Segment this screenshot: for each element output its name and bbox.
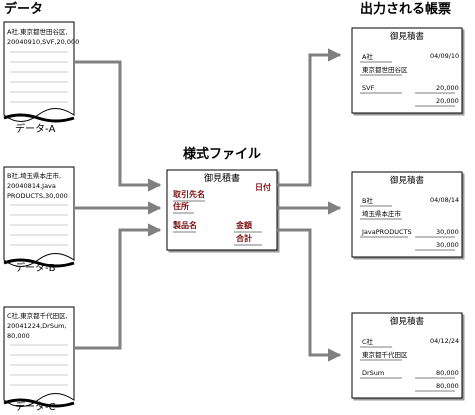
arrow-form-to-a [277,48,342,187]
input-c-line-1: C社,東京都千代田区, [7,312,68,320]
output-c-address: 東京都千代田区 [362,351,408,359]
input-b-caption: データ-B [15,263,56,274]
input-a-line-2: 20040910,SVF,20,000 [7,38,80,46]
output-doc-c [351,312,463,399]
arrow-form-to-c [277,228,342,362]
input-b-line-2: 20040814,Java [7,182,56,190]
arrow-c-to-form [74,223,162,350]
input-doc-b [3,166,75,268]
output-a-date: 04/09/10 [430,52,460,60]
output-a-company: A社 [362,53,373,61]
input-c-text: C社,東京都千代田区, 20041224,DrSum, 80,000 [7,311,68,341]
output-c-date: 04/12/24 [430,337,460,345]
header-output: 出力される帳票 [360,2,452,17]
input-b-line-1: B社,埼玉県本庄市, [7,172,62,180]
output-c-company: C社 [362,338,374,346]
output-doc-b [351,171,463,258]
form-field-client: 取引先名 [173,190,205,199]
output-b-product: JavaPRODUCTS [362,228,412,236]
form-field-address: 住所 [173,202,189,211]
header-form: 様式ファイル [183,147,262,162]
header-data: データ [4,2,44,17]
output-b-address: 埼玉県本庄市 [362,210,401,218]
output-c-total: 80,000 [436,382,459,390]
input-a-caption: データ-A [15,124,56,135]
output-c-amount: 80,000 [436,369,459,377]
input-c-line-2: 20041224,DrSum, [7,322,67,330]
output-c-title: 御見積書 [390,317,425,327]
output-b-total: 30,000 [436,241,459,249]
input-c-line-3: 80,000 [7,332,30,340]
output-a-total: 20,000 [436,97,459,105]
form-template [166,169,278,251]
arrow-a-to-form [74,60,162,192]
form-field-total: 合計 [236,234,252,243]
form-title: 御見積書 [204,174,241,184]
output-a-product: SVF [362,84,375,92]
input-doc-a [3,21,75,123]
input-a-text: A社,東京都世田谷区, 20040910,SVF,20,000 [7,27,79,47]
output-b-amount: 30,000 [436,228,459,236]
output-c-product: DrSum [362,369,385,377]
output-a-amount: 20,000 [436,84,459,92]
input-b-line-3: PRODUCTS,30,000 [7,192,68,200]
output-b-date: 04/08/14 [430,196,460,204]
input-c-caption: データ-C [15,402,56,413]
form-field-amount: 金額 [236,221,252,230]
output-a-title: 御見積書 [390,32,425,42]
input-doc-c [3,306,75,408]
form-field-product: 製品名 [173,221,197,230]
input-a-line-1: A社,東京都世田谷区, [7,28,68,36]
output-a-address: 東京都世田谷区 [362,66,408,74]
output-b-company: B社 [362,197,373,205]
form-field-date: 日付 [255,183,271,192]
output-doc-a [351,27,463,114]
output-b-title: 御見積書 [390,176,425,186]
